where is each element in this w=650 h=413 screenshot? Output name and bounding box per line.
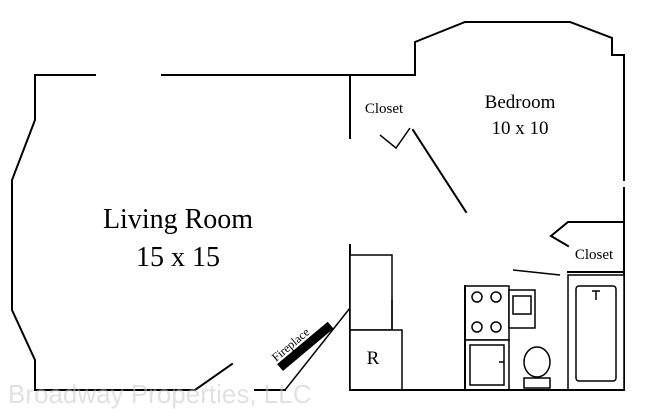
bathtub <box>567 274 625 391</box>
fireplace <box>277 307 351 391</box>
living-room-size: 15 x 15 <box>136 242 220 273</box>
closet-top-label: Closet <box>365 101 404 117</box>
closet-right-walls <box>512 221 625 276</box>
living-room-name: Living Room <box>103 204 253 235</box>
watermark: Broadway Properties, LLC <box>8 379 311 409</box>
refrigerator-label: R <box>367 348 380 369</box>
stove <box>464 285 510 341</box>
dishwasher-panel <box>469 344 505 386</box>
toilet <box>523 346 551 389</box>
closet-right-label: Closet <box>575 247 614 263</box>
bedroom-name: Bedroom <box>485 92 556 113</box>
bedroom-size: 10 x 10 <box>492 118 549 139</box>
kitchen-cabinets <box>349 254 403 391</box>
dishwasher <box>464 339 510 391</box>
bathroom-sink <box>508 289 536 329</box>
closet-door-top <box>379 127 411 150</box>
